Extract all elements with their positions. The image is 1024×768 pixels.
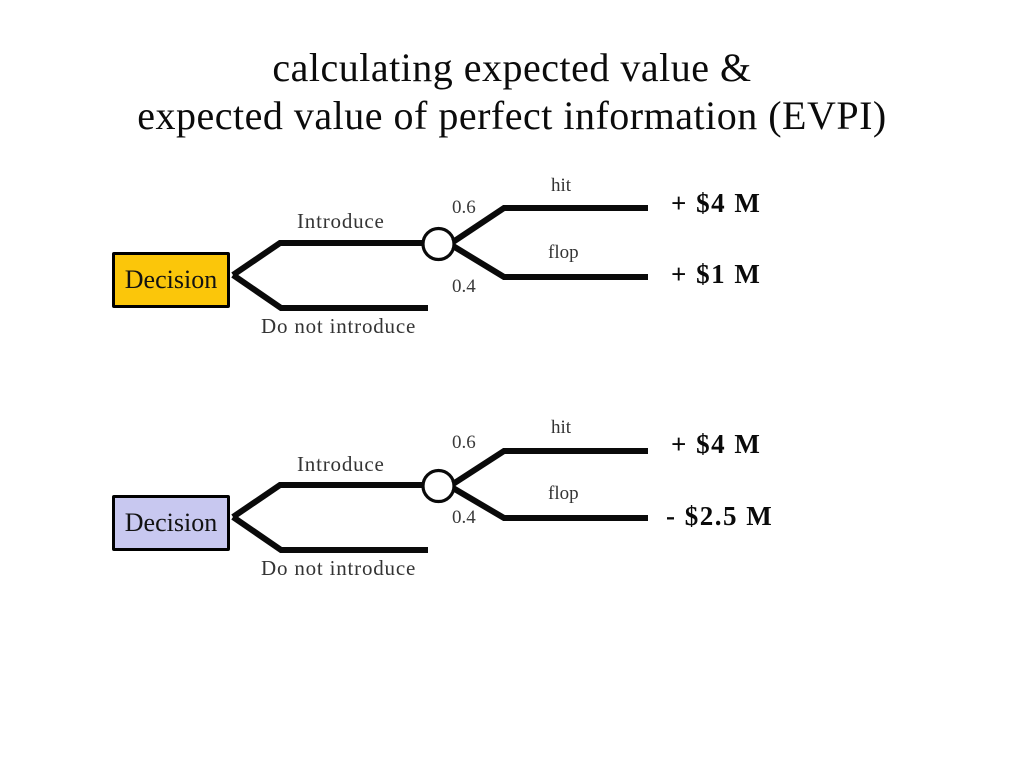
probability-flop: 0.4 [452,276,476,297]
payoff-flop: + $1 M [671,259,762,289]
payoff-hit: + $4 M [671,429,762,459]
branch-do-not-introduce-line [231,514,428,553]
probability-flop: 0.4 [452,507,476,528]
introduce-branch-label: Introduce [297,452,385,476]
outcome-hit-label: hit [551,175,572,196]
branch-flop-line [451,243,648,280]
branch-hit-line [451,205,648,245]
probability-hit: 0.6 [452,432,476,453]
branch-introduce-line [231,482,423,520]
decision-node-label: Decision [124,508,218,537]
decision-node-box: Decision [112,252,230,308]
do-not-introduce-branch-label: Do not introduce [261,314,417,338]
decision-node-box: Decision [112,495,230,551]
payoff-hit: + $4 M [671,188,762,218]
chance-node-circle [421,468,456,504]
probability-hit: 0.6 [452,197,476,218]
title-line-2: expected value of perfect information (E… [137,93,887,138]
branch-flop-line [451,485,648,521]
do-not-introduce-branch-label: Do not introduce [261,556,417,580]
branch-hit-line [451,448,648,487]
tree-top-branches [231,205,648,311]
outcome-hit-label: hit [551,417,572,438]
outcome-flop-label: flop [548,242,579,263]
tree-bottom-branches [231,448,648,553]
branch-introduce-line [231,240,423,278]
branch-do-not-introduce-line [231,272,428,311]
page-title: calculating expected value & expected va… [0,44,1024,140]
chance-node-circle [421,226,456,262]
decision-node-label: Decision [124,265,218,294]
payoff-flop: - $2.5 M [666,501,774,531]
outcome-flop-label: flop [548,483,579,504]
title-line-1: calculating expected value & [272,45,752,90]
introduce-branch-label: Introduce [297,209,385,233]
